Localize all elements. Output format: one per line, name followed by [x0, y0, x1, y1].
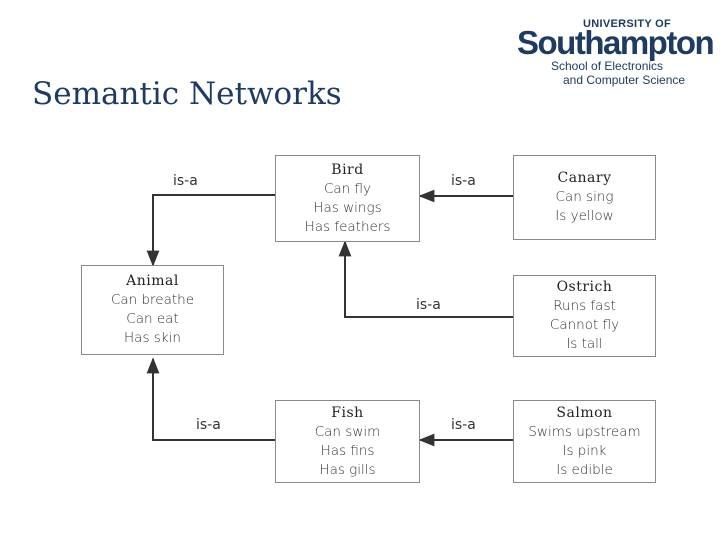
- node-animal-name: Animal: [126, 273, 179, 289]
- node-canary-name: Canary: [557, 170, 612, 186]
- node-ostrich-prop: Runs fast: [553, 298, 616, 314]
- logo-university-of: UNIVERSITY OF: [583, 18, 672, 30]
- label-salmon-fish: is-a: [451, 417, 476, 433]
- node-salmon-prop: Swims upstream: [528, 423, 641, 440]
- edge-bird-animal: [146, 194, 275, 267]
- label-bird-animal: is-a: [173, 173, 198, 189]
- node-ostrich-prop: Cannot fly: [549, 317, 620, 333]
- logo-school-line2: and Computer Science: [563, 73, 686, 87]
- edge-fish-animal: [146, 357, 275, 441]
- node-bird-name: Bird: [331, 161, 364, 178]
- node-bird-prop: Has wings: [313, 199, 382, 216]
- node-ostrich-prop: Is tall: [566, 336, 603, 352]
- node-animal-prop: Has skin: [124, 330, 181, 346]
- node-canary-prop: Is yellow: [555, 208, 614, 224]
- node-animal-prop: Can eat: [126, 311, 179, 327]
- node-salmon: Salmon Swims upstream Is pink Is edible: [513, 400, 656, 483]
- node-fish-name: Fish: [331, 404, 364, 421]
- university-logo: UNIVERSITY OF Southampton School of Elec…: [515, 14, 715, 94]
- node-animal: Animal Can breathe Can eat Has skin: [81, 265, 224, 355]
- logo-southampton: Southampton: [517, 24, 715, 61]
- node-fish: Fish Can swim Has fins Has gills: [275, 400, 420, 483]
- label-canary-bird: is-a: [451, 173, 476, 189]
- node-fish-prop: Has gills: [319, 461, 376, 478]
- node-canary: Canary Can sing Is yellow: [513, 155, 656, 240]
- node-ostrich: Ostrich Runs fast Cannot fly Is tall: [513, 275, 656, 357]
- node-ostrich-name: Ostrich: [556, 279, 613, 295]
- label-fish-animal: is-a: [196, 417, 221, 433]
- node-salmon-prop: Is edible: [556, 461, 613, 478]
- node-bird-prop: Has feathers: [304, 218, 391, 235]
- node-bird-prop: Can fly: [323, 180, 372, 197]
- logo-school-line1: School of Electronics: [551, 59, 664, 73]
- edge-ostrich-bird: [338, 240, 513, 318]
- node-salmon-name: Salmon: [556, 404, 613, 421]
- node-fish-prop: Can swim: [314, 423, 381, 440]
- node-bird: Bird Can fly Has wings Has feathers: [275, 155, 420, 242]
- node-canary-prop: Can sing: [555, 189, 614, 205]
- node-fish-prop: Has fins: [320, 442, 375, 459]
- label-ostrich-bird: is-a: [416, 297, 441, 313]
- node-animal-prop: Can breathe: [110, 292, 195, 308]
- node-salmon-prop: Is pink: [562, 442, 607, 459]
- page-title: Semantic Networks: [32, 76, 342, 112]
